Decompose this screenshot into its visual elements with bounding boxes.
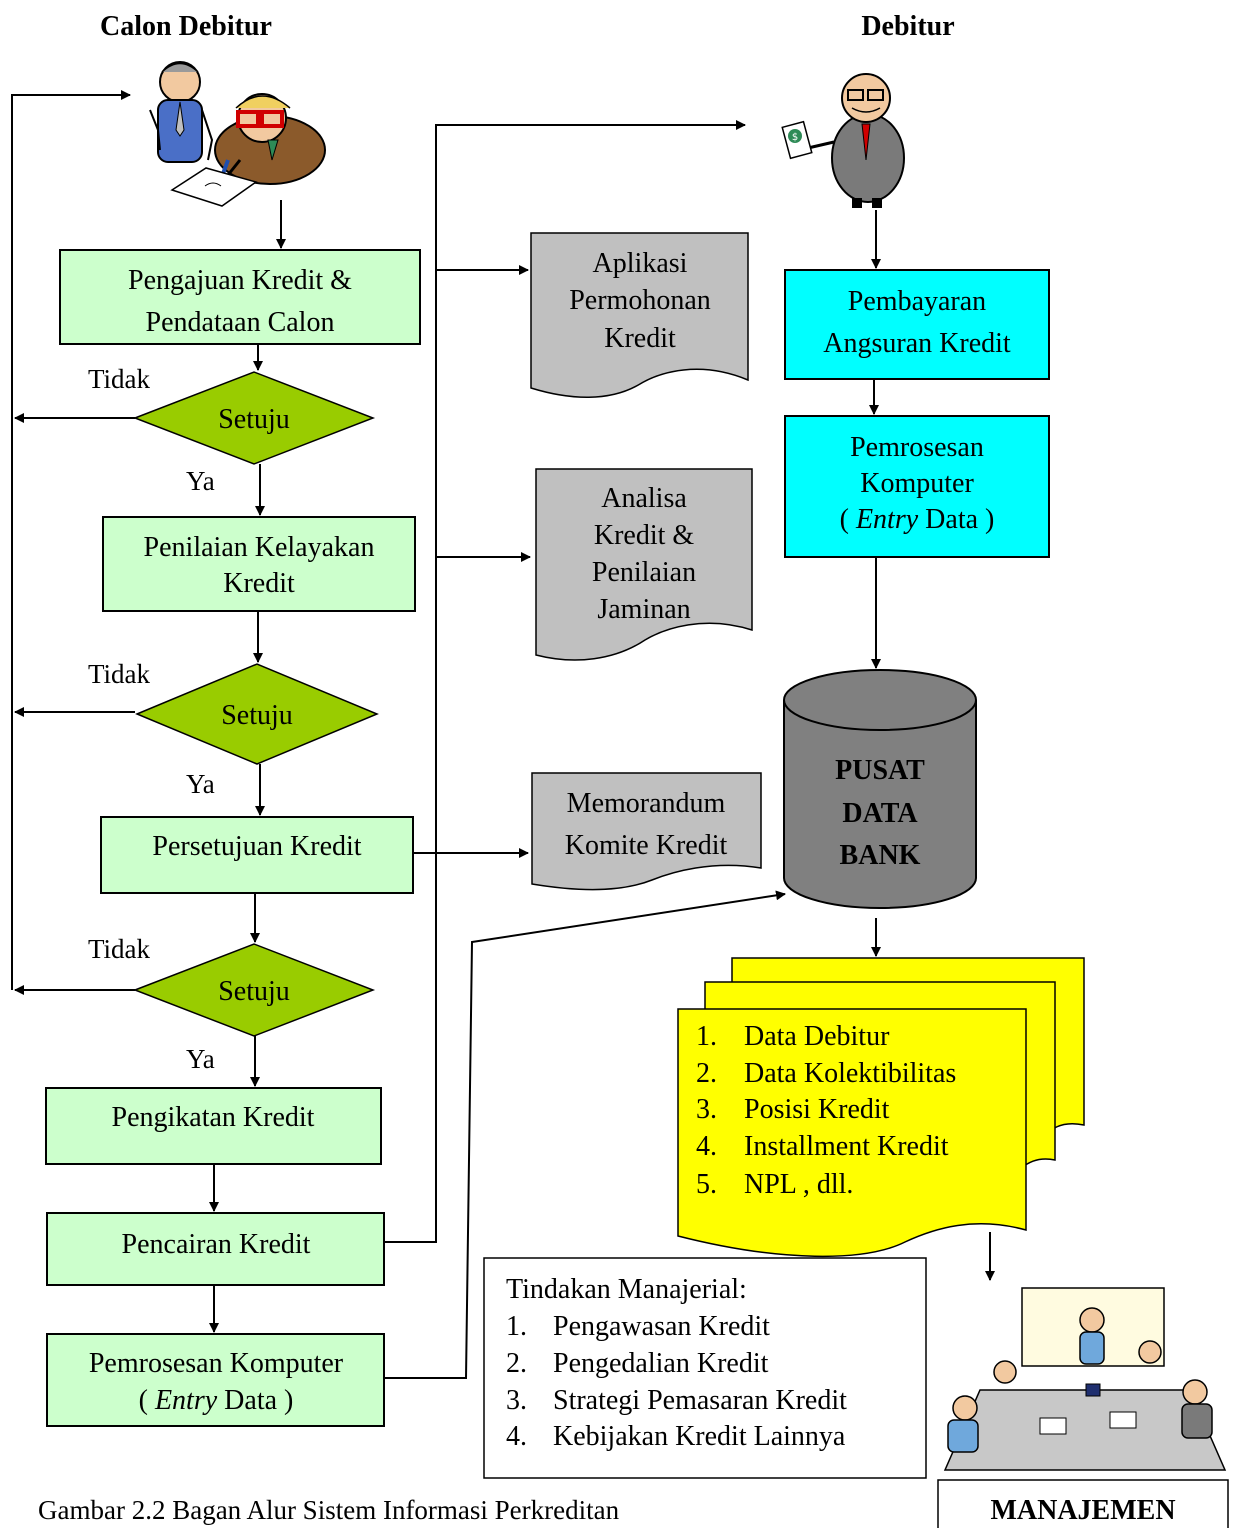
svg-text:Kredit: Kredit	[223, 568, 295, 599]
svg-text:Kebijakan Kredit Lainnya: Kebijakan Kredit Lainnya	[553, 1421, 846, 1452]
label-tidak-2: Tidak	[88, 659, 151, 689]
svg-text:Setuju: Setuju	[221, 700, 293, 731]
svg-text:$: $	[792, 132, 798, 143]
svg-text:5.: 5.	[696, 1169, 717, 1200]
svg-text:4.: 4.	[506, 1421, 527, 1452]
svg-text:Analisa: Analisa	[601, 483, 687, 514]
figure-caption: Gambar 2.2 Bagan Alur Sistem Informasi P…	[38, 1495, 620, 1525]
svg-text:Data Debitur: Data Debitur	[744, 1021, 890, 1052]
svg-text:Setuju: Setuju	[218, 404, 290, 435]
report-documents: 1. Data Debitur 2. Data Kolektibilitas 3…	[677, 957, 1085, 1258]
svg-text:Strategi Pemasaran Kredit: Strategi Pemasaran Kredit	[553, 1385, 847, 1416]
svg-text:Penilaian Kelayakan: Penilaian Kelayakan	[144, 532, 375, 563]
svg-text:Posisi Kredit: Posisi Kredit	[744, 1094, 890, 1125]
process-pemrosesan-komputer-left: Pemrosesan Komputer ( Entry Data )	[46, 1333, 385, 1427]
management-actions-box: Tindakan Manajerial: 1. Pengawasan Kredi…	[483, 1257, 927, 1479]
svg-text:Pengedalian Kredit: Pengedalian Kredit	[553, 1348, 769, 1379]
decision-setuju-1: Setuju	[132, 371, 376, 465]
svg-text:Kredit: Kredit	[604, 323, 676, 354]
process-persetujuan-kredit: Persetujuan Kredit	[100, 816, 414, 894]
people-signing-icon	[149, 61, 326, 207]
svg-text:Pengikatan Kredit: Pengikatan Kredit	[112, 1102, 315, 1133]
label-ya-1: Ya	[186, 466, 215, 496]
process-pengikatan-kredit: Pengikatan Kredit	[45, 1087, 382, 1165]
svg-text:DATA: DATA	[842, 798, 918, 829]
svg-text:NPL , dll.: NPL , dll.	[744, 1169, 853, 1200]
svg-text:Penilaian: Penilaian	[592, 557, 696, 588]
svg-text:Persetujuan Kredit: Persetujuan Kredit	[152, 831, 361, 862]
svg-text:Pengawasan Kredit: Pengawasan Kredit	[553, 1311, 770, 1342]
svg-text:Memorandum: Memorandum	[567, 788, 726, 819]
decision-setuju-2: Setuju	[135, 663, 379, 765]
svg-text:Pencairan Kredit: Pencairan Kredit	[122, 1229, 311, 1260]
database-pusat-data-bank: PUSAT DATA BANK	[783, 669, 977, 909]
header-debitur: Debitur	[861, 11, 954, 42]
svg-text:Pembayaran: Pembayaran	[848, 286, 986, 317]
left-connectors	[11, 90, 286, 1333]
svg-text:BANK: BANK	[840, 840, 921, 871]
label-ya-3: Ya	[186, 1044, 215, 1074]
management-label-box: MANAJEMEN	[937, 1479, 1229, 1528]
svg-text:3.: 3.	[506, 1385, 527, 1416]
svg-text:3.: 3.	[696, 1094, 717, 1125]
document-aplikasi-permohonan: Aplikasi Permohonan Kredit	[530, 232, 749, 398]
svg-text:Komputer: Komputer	[860, 468, 974, 499]
svg-text:Pendataan Calon: Pendataan Calon	[146, 307, 335, 338]
svg-text:Komite Kredit: Komite Kredit	[565, 830, 728, 861]
svg-text:PUSAT: PUSAT	[835, 755, 925, 786]
svg-text:Setuju: Setuju	[218, 976, 290, 1007]
svg-text:4.: 4.	[696, 1131, 717, 1162]
document-memorandum-komite: Memorandum Komite Kredit	[531, 772, 762, 891]
svg-text:Kredit &: Kredit &	[594, 520, 695, 551]
svg-text:Data Kolektibilitas: Data Kolektibilitas	[744, 1058, 956, 1089]
svg-text:MANAJEMEN: MANAJEMEN	[990, 1495, 1175, 1526]
debtor-with-money-icon: $	[781, 73, 905, 208]
svg-text:( Entry Data ): ( Entry Data )	[840, 504, 995, 535]
svg-text:Tindakan Manajerial:: Tindakan Manajerial:	[506, 1274, 747, 1305]
svg-text:Pengajuan Kredit &: Pengajuan Kredit &	[128, 265, 352, 296]
label-ya-2: Ya	[186, 769, 215, 799]
svg-text:Angsuran Kredit: Angsuran Kredit	[823, 328, 1011, 359]
middle-connectors	[384, 120, 786, 1379]
svg-text:1.: 1.	[696, 1021, 717, 1052]
process-pembayaran-angsuran: Pembayaran Angsuran Kredit	[784, 269, 1050, 380]
svg-text:Aplikasi: Aplikasi	[593, 248, 688, 279]
header-calon-debitur: Calon Debitur	[100, 11, 272, 42]
svg-text:1.: 1.	[506, 1311, 527, 1342]
label-tidak-1: Tidak	[88, 364, 151, 394]
svg-text:Pemrosesan: Pemrosesan	[850, 432, 984, 463]
svg-text:( Entry Data ): ( Entry Data )	[139, 1385, 294, 1416]
management-meeting-icon	[943, 1287, 1227, 1471]
process-penilaian-kelayakan: Penilaian Kelayakan Kredit	[102, 516, 416, 612]
svg-text:Pemrosesan Komputer: Pemrosesan Komputer	[89, 1348, 344, 1379]
right-connectors	[869, 210, 995, 1281]
svg-text:Permohonan: Permohonan	[569, 285, 711, 316]
process-pemrosesan-komputer-right: Pemrosesan Komputer ( Entry Data )	[784, 415, 1050, 558]
process-pengajuan-kredit: Pengajuan Kredit & Pendataan Calon	[59, 249, 421, 345]
svg-text:2.: 2.	[506, 1348, 527, 1379]
svg-text:2.: 2.	[696, 1058, 717, 1089]
document-analisa-kredit: Analisa Kredit & Penilaian Jaminan	[535, 468, 753, 661]
label-tidak-3: Tidak	[88, 934, 151, 964]
svg-text:Jaminan: Jaminan	[597, 594, 690, 625]
process-pencairan-kredit: Pencairan Kredit	[46, 1212, 385, 1286]
decision-setuju-3: Setuju	[132, 943, 376, 1037]
svg-text:Installment Kredit: Installment Kredit	[744, 1131, 949, 1162]
